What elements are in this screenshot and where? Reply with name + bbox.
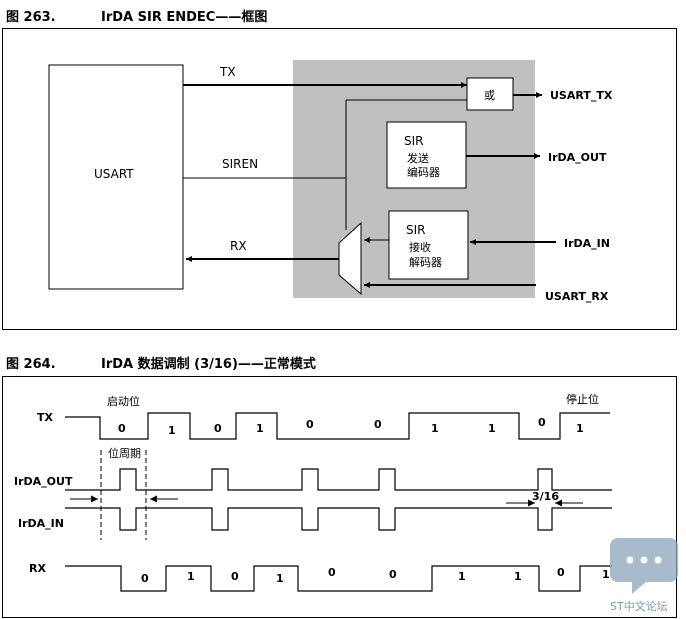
sir-encoder-block bbox=[386, 121, 467, 189]
tx-bit-5: 0 bbox=[374, 418, 382, 431]
figure-264-title: 图 264. IrDA 数据调制 (3/16)——正常模式 bbox=[6, 353, 426, 372]
tx-signal-label: TX bbox=[37, 411, 54, 424]
sir-decoder-block bbox=[388, 210, 469, 280]
rx-bit-5: 0 bbox=[389, 568, 397, 581]
siren-label: SIREN bbox=[222, 157, 258, 171]
watermark: ST中文论坛 bbox=[610, 538, 678, 613]
tx-bit-6: 1 bbox=[431, 422, 439, 435]
rx-bit-9: 1 bbox=[602, 568, 610, 581]
usart-tx-label: USART_TX bbox=[550, 89, 613, 102]
usart-block bbox=[48, 64, 184, 290]
sir-decoder-line3: 解码器 bbox=[409, 255, 442, 269]
figure-264-number: 图 264. bbox=[6, 357, 56, 372]
rx-mux bbox=[338, 221, 362, 296]
figure-263-number: 图 263. bbox=[6, 10, 56, 25]
figure-263-name: IrDA SIR ENDEC——框图 bbox=[101, 10, 268, 25]
ratio-label: 3/16 bbox=[532, 490, 559, 503]
rx-bit-labels: 0 1 0 1 0 0 1 1 0 1 bbox=[141, 566, 610, 585]
rx-bit-1: 1 bbox=[187, 570, 195, 583]
bit-period-label: 位周期 bbox=[108, 446, 141, 460]
tx-bit-7: 1 bbox=[488, 422, 496, 435]
tx-bit-9: 1 bbox=[576, 422, 584, 435]
irda-in-waveform bbox=[65, 507, 612, 531]
figure-263-title: 图 263. IrDA SIR ENDEC——框图 bbox=[6, 6, 406, 25]
rx-bit-2: 0 bbox=[231, 570, 239, 583]
figure-264-name: IrDA 数据调制 (3/16)——正常模式 bbox=[101, 357, 316, 372]
irda-out-label: IrDA_OUT bbox=[548, 151, 607, 164]
rx-signal-label: RX bbox=[29, 562, 46, 575]
rx-bit-3: 1 bbox=[276, 572, 284, 585]
rx-label: RX bbox=[230, 239, 247, 253]
tx-bit-0: 0 bbox=[118, 422, 126, 435]
rx-bit-7: 1 bbox=[514, 570, 522, 583]
stop-bit-label: 停止位 bbox=[566, 392, 599, 406]
sir-decoder-line1: SIR bbox=[406, 223, 426, 237]
irda-out-signal-label: IrDA_OUT bbox=[14, 475, 73, 488]
chat-bubble-icon bbox=[610, 538, 678, 594]
tx-bit-1: 1 bbox=[168, 424, 176, 437]
sir-encoder-line2: 发送 bbox=[407, 151, 429, 165]
rx-bit-8: 0 bbox=[557, 566, 565, 579]
or-gate-label: 或 bbox=[484, 89, 495, 102]
tx-bit-2: 0 bbox=[214, 422, 222, 435]
tx-label: TX bbox=[219, 65, 236, 79]
tx-bit-8: 0 bbox=[538, 416, 546, 429]
rx-waveform bbox=[65, 565, 612, 592]
sir-encoder-line3: 编码器 bbox=[407, 165, 440, 179]
usart-label: USART bbox=[94, 167, 134, 181]
irda-out-waveform bbox=[65, 468, 612, 491]
irda-in-label: IrDA_IN bbox=[564, 237, 610, 250]
sir-encoder-line1: SIR bbox=[404, 134, 424, 148]
usart-rx-label: USART_RX bbox=[545, 290, 609, 303]
tx-bit-labels: 0 1 0 1 0 0 1 1 0 1 bbox=[118, 416, 584, 437]
tx-bit-3: 1 bbox=[256, 422, 264, 435]
start-bit-label: 启动位 bbox=[107, 394, 140, 408]
tx-waveform bbox=[65, 412, 610, 440]
tx-bit-4: 0 bbox=[306, 418, 314, 431]
rx-bit-0: 0 bbox=[141, 572, 149, 585]
sir-decoder-line2: 接收 bbox=[409, 240, 431, 254]
watermark-text: ST中文论坛 bbox=[610, 599, 668, 613]
block-diagram: USART TX 或 USART_TX SIREN SIR 发送 编码器 IrD… bbox=[48, 60, 613, 303]
rx-bit-6: 1 bbox=[458, 570, 466, 583]
rx-bit-4: 0 bbox=[328, 566, 336, 579]
irda-in-signal-label: IrDA_IN bbox=[18, 517, 64, 530]
figure-264-frame bbox=[2, 376, 677, 618]
